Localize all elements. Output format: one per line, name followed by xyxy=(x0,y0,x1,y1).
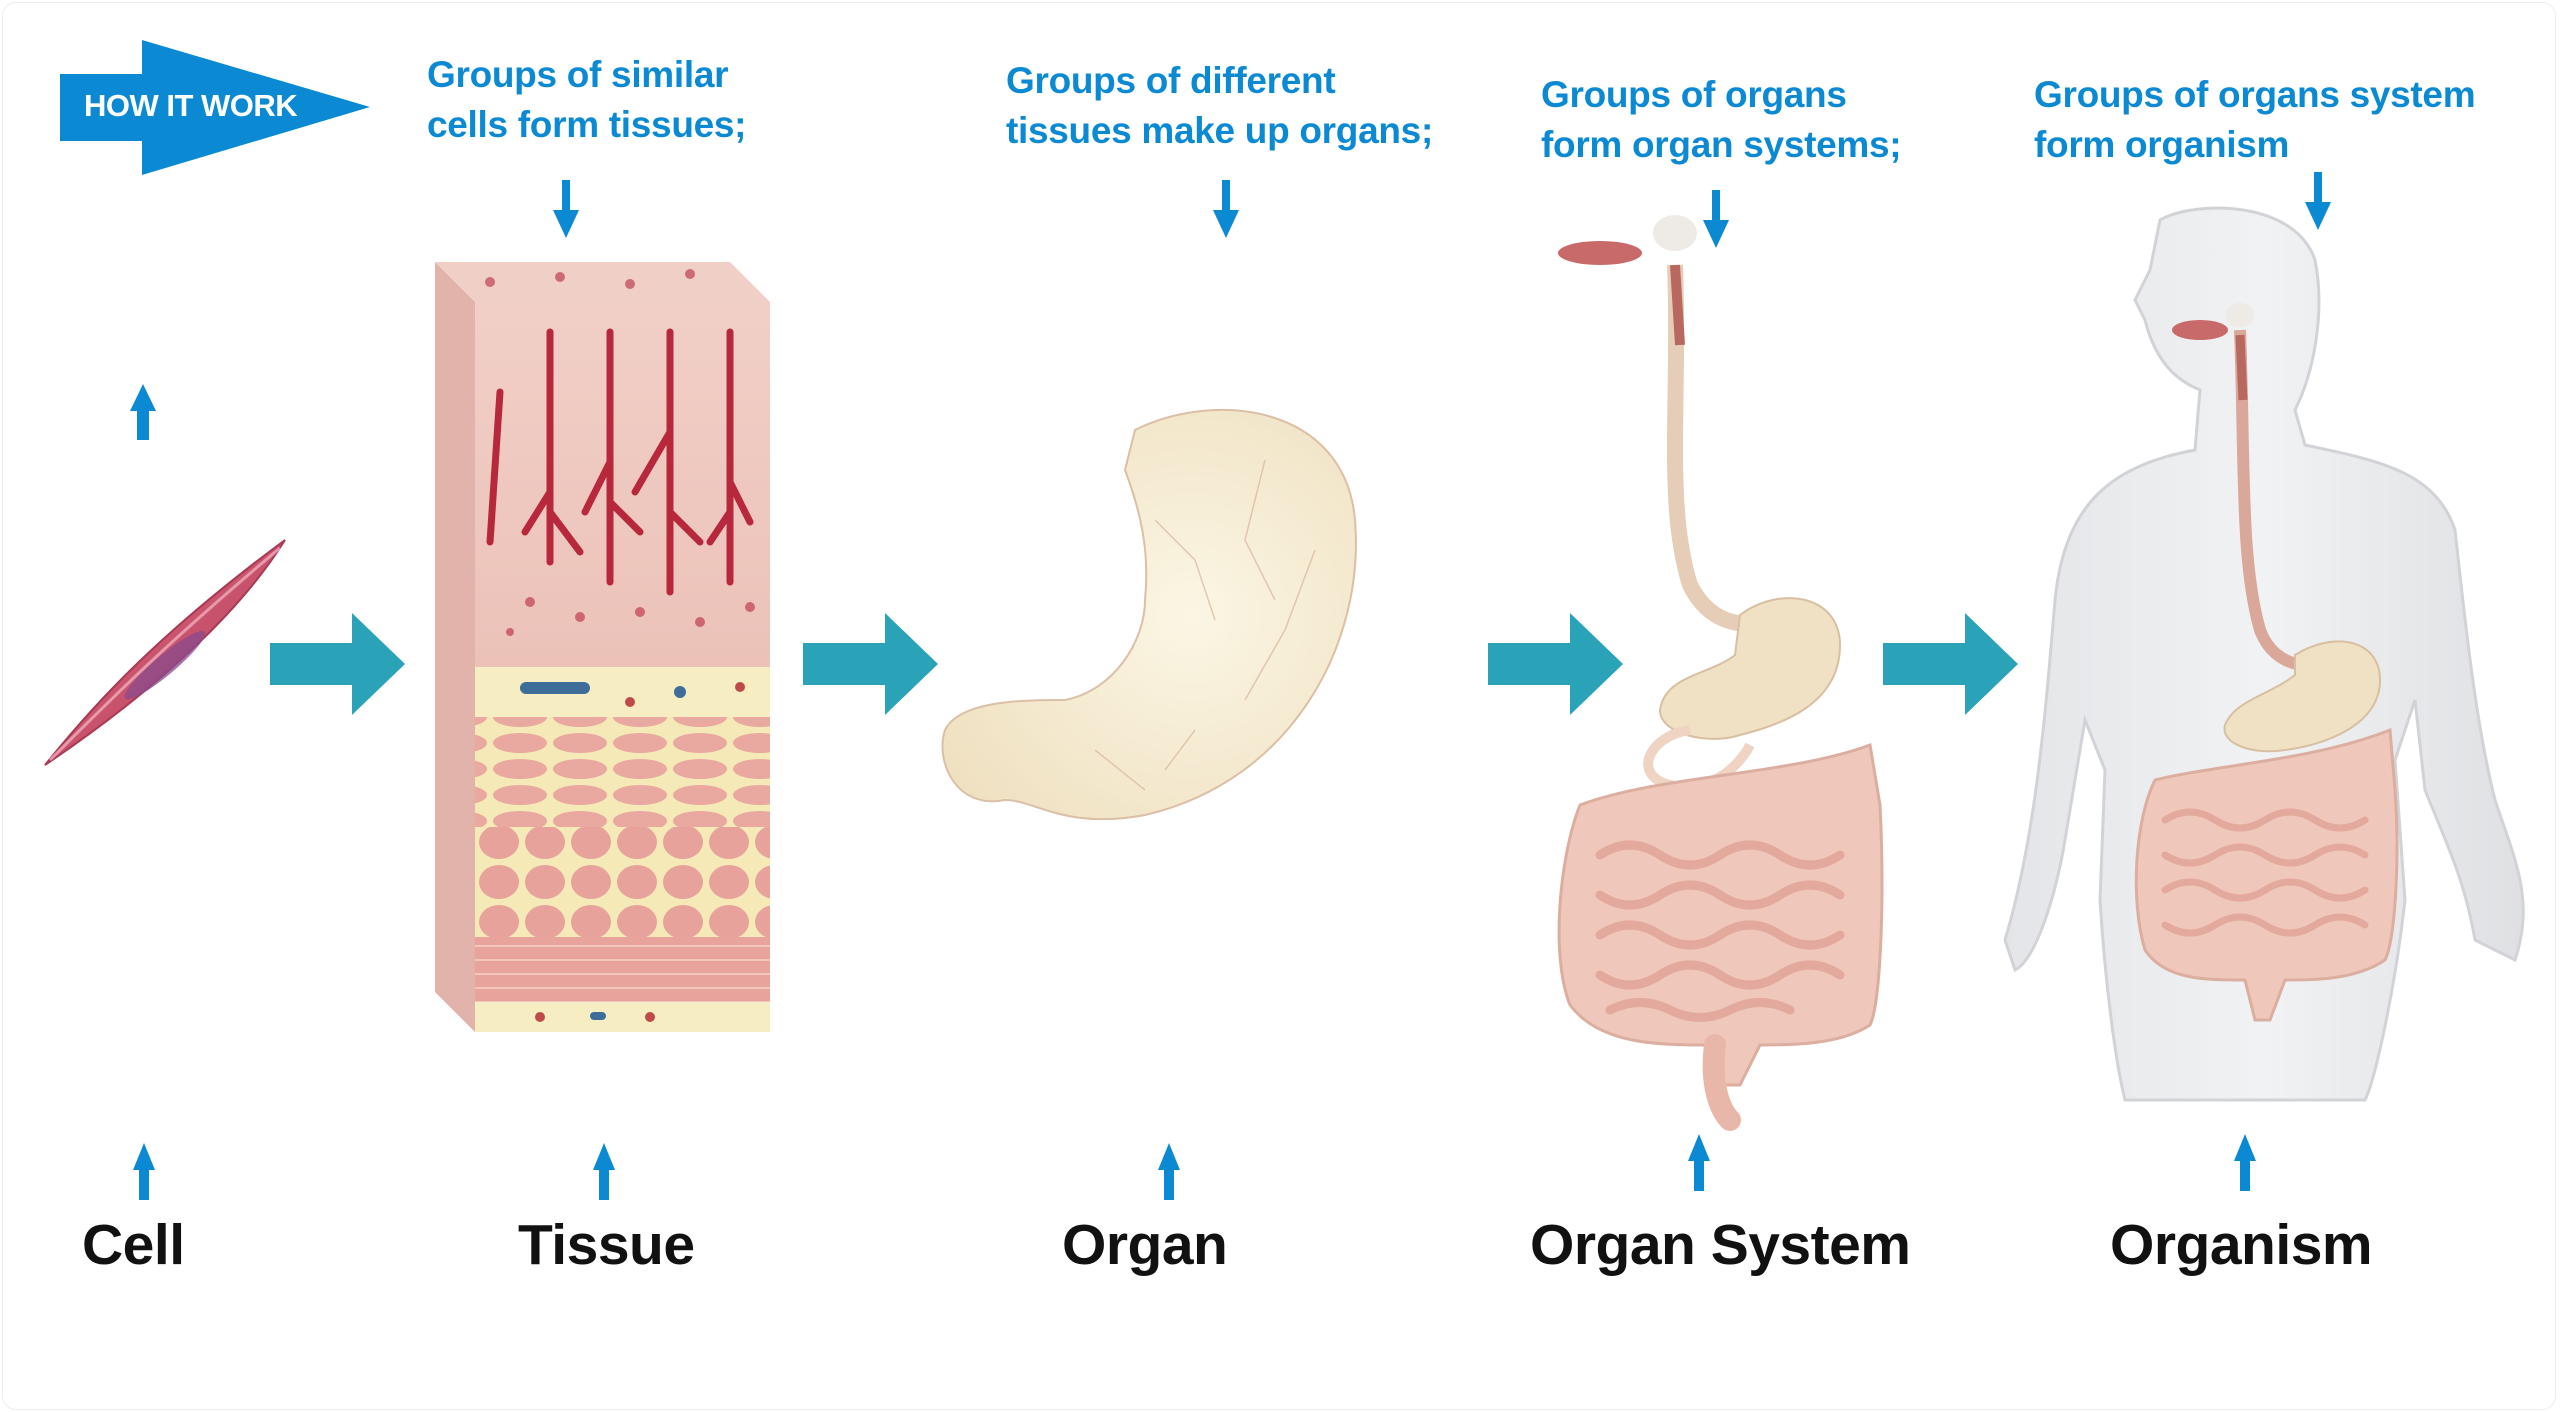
caption-organ-system: Groups of organs form organ systems; xyxy=(1541,70,1902,170)
how-it-works-label: HOW IT WORK xyxy=(84,88,298,123)
caption-line: Groups of organs xyxy=(1541,74,1847,115)
stage-label-organ-system: Organ System xyxy=(1530,1213,1911,1277)
stage-label-organism: Organism xyxy=(2110,1213,2373,1277)
stage-label-organ: Organ xyxy=(1062,1213,1228,1277)
stage-label-tissue: Tissue xyxy=(518,1213,695,1277)
arrow-up-icon xyxy=(130,384,156,440)
arrow-up-icon xyxy=(1688,1134,1710,1191)
caption-tissue: Groups of similar cells form tissues; xyxy=(427,50,747,150)
how-it-works-arrow-icon xyxy=(60,40,370,175)
caption-line: tissues make up organs; xyxy=(1006,110,1433,151)
flow-arrow-icon xyxy=(1488,613,1623,715)
arrow-up-icon xyxy=(593,1143,615,1200)
human-body-illustration xyxy=(2003,206,2525,1102)
caption-line: form organism xyxy=(2034,124,2290,165)
caption-organism: Groups of organs system form organism xyxy=(2034,70,2476,170)
caption-line: Groups of different xyxy=(1006,60,1336,101)
tissue-block-illustration xyxy=(435,262,770,1032)
arrow-up-icon xyxy=(2234,1134,2256,1191)
muscle-cell-illustration xyxy=(44,539,286,766)
caption-line: cells form tissues; xyxy=(427,104,747,145)
stomach-illustration xyxy=(941,408,1357,821)
flow-arrow-icon xyxy=(803,613,938,715)
arrow-down-icon xyxy=(1703,190,1729,248)
arrow-up-icon xyxy=(1158,1143,1180,1200)
arrow-down-icon xyxy=(1213,180,1239,238)
flow-arrow-icon xyxy=(270,613,405,715)
caption-organ: Groups of different tissues make up orga… xyxy=(1006,56,1433,156)
stage-label-cell: Cell xyxy=(82,1213,185,1277)
arrow-up-icon xyxy=(133,1143,155,1200)
caption-line: form organ systems; xyxy=(1541,124,1902,165)
arrow-down-icon xyxy=(553,180,579,238)
arrow-down-icon xyxy=(2305,172,2331,230)
caption-line: Groups of organs system xyxy=(2034,74,2476,115)
digestive-system-illustration xyxy=(1557,215,1884,1131)
caption-line: Groups of similar xyxy=(427,54,729,95)
flow-arrow-icon xyxy=(1883,613,2018,715)
